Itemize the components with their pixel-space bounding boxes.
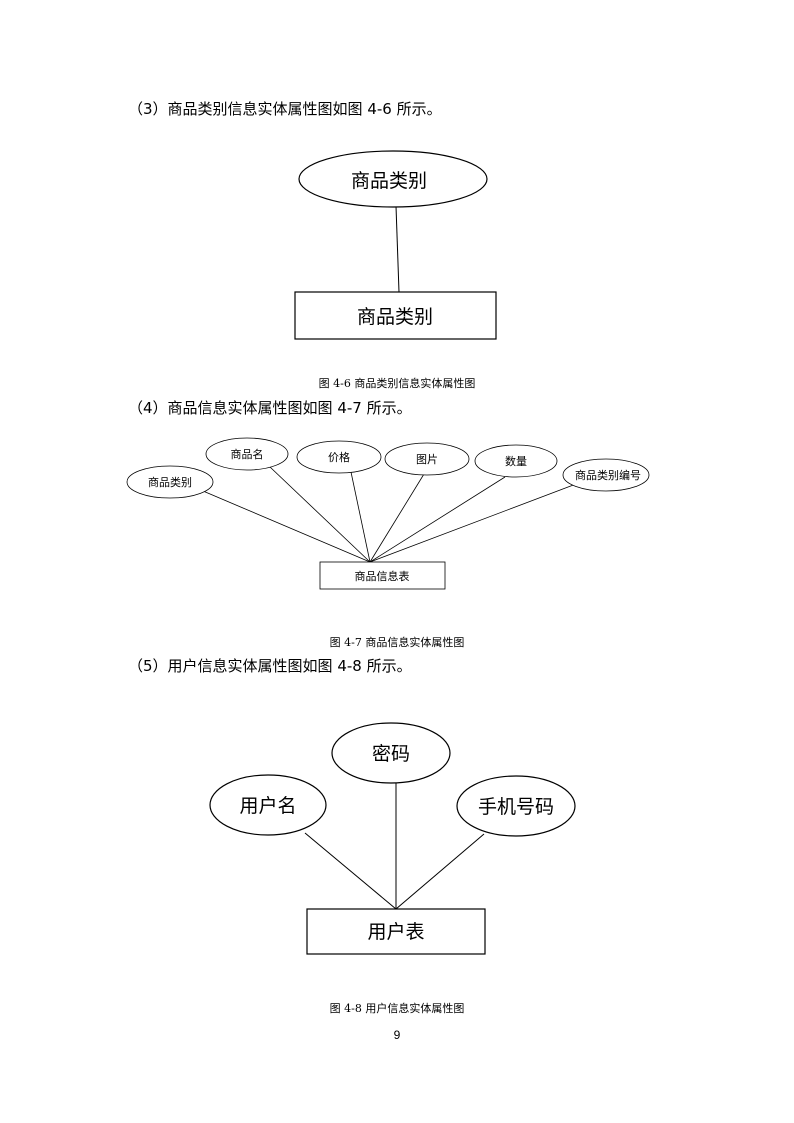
fig47-connector: [269, 466, 371, 563]
fig47-attribute-label: 数量: [505, 455, 527, 468]
fig47-attribute-label: 商品类别编号: [575, 468, 641, 482]
fig47-attribute-label: 图片: [416, 453, 438, 466]
fig48-entity-label: 用户表: [367, 921, 424, 943]
fig46-attribute-ellipse: [298, 150, 488, 208]
fig48-attribute-label: 用户名: [239, 795, 296, 817]
figure-4-6-caption: 图 4-6 商品类别信息实体属性图: [318, 377, 476, 390]
fig46-entity-label: 商品类别: [357, 306, 433, 328]
fig47-connector: [202, 490, 371, 563]
fig48-connector: [304, 832, 397, 910]
fig48-attribute-ellipse: [456, 775, 576, 837]
section-4-heading: （4）商品信息实体属性图如图 4-7 所示。: [128, 399, 412, 417]
fig46-connector: [395, 205, 400, 293]
fig47-connector: [350, 471, 371, 563]
fig47-attribute-label: 商品名: [231, 447, 264, 461]
fig47-attribute-label: 价格: [328, 450, 350, 464]
fig48-attribute-ellipse: [209, 774, 327, 836]
fig47-attribute-label: 商品类别: [148, 475, 192, 489]
fig47-connectors: [202, 466, 577, 563]
fig46-attribute-label: 商品类别: [351, 170, 427, 192]
fig47-entity-label: 商品信息表: [355, 569, 410, 583]
figure-4-8-diagram: 用户名 密码 手机号码 用户表: [209, 722, 576, 955]
fig47-attribute-ellipse: [474, 444, 558, 478]
fig47-attribute-ellipse: [205, 437, 289, 471]
fig48-connectors: [304, 783, 485, 910]
fig48-connector: [395, 833, 485, 910]
fig48-attribute-label: 密码: [372, 743, 410, 765]
fig47-connector: [369, 483, 577, 563]
section-3-heading: （3）商品类别信息实体属性图如图 4-6 所示。: [128, 100, 442, 118]
fig48-attribute-ellipse: [331, 722, 451, 784]
fig47-connector: [369, 476, 506, 563]
fig47-attribute-ellipse: [126, 465, 214, 499]
figure-4-7-caption: 图 4-7 商品信息实体属性图: [329, 636, 465, 649]
fig48-entity-box: [306, 908, 486, 955]
fig47-attribute-ellipse: [296, 440, 382, 474]
fig48-attribute-label: 手机号码: [478, 796, 554, 818]
fig47-attribute-ellipse: [384, 442, 470, 476]
fig47-entity-box: [319, 561, 446, 590]
figure-4-6-diagram: 商品类别 商品类别: [294, 150, 497, 340]
section-5-heading: （5）用户信息实体属性图如图 4-8 所示。: [128, 657, 412, 675]
fig47-connector: [369, 473, 425, 563]
fig47-attribute-ellipse: [562, 458, 650, 492]
fig46-entity-box: [294, 291, 497, 340]
page-number: 9: [393, 1028, 401, 1042]
figure-4-8-caption: 图 4-8 用户信息实体属性图: [329, 1002, 465, 1015]
figure-4-7-diagram: 商品类别 商品名 价格 图片 数量 商品类别编号 商品信息表: [126, 437, 650, 590]
